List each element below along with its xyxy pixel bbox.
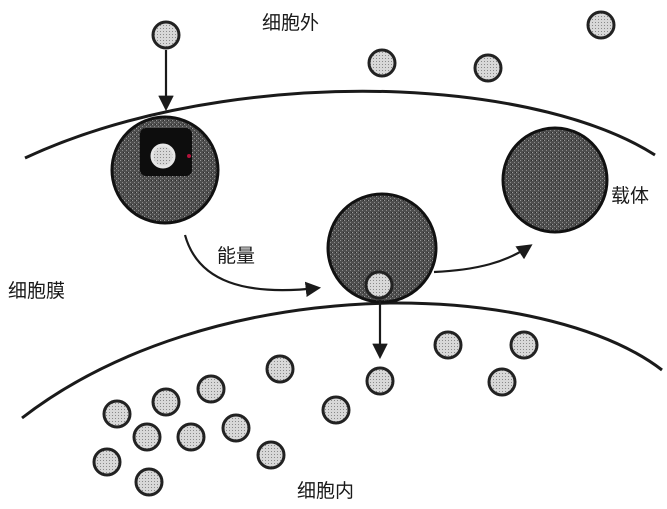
label-carrier: 载体 — [611, 185, 650, 207]
solute-particle — [433, 330, 463, 360]
solute-particle — [365, 366, 395, 396]
solute-particle — [151, 387, 181, 417]
solute-particle — [134, 467, 164, 497]
solute-particle — [102, 399, 132, 429]
solute-particle — [132, 422, 162, 452]
label-inside-cell: 细胞内 — [297, 480, 355, 502]
solute-particle — [151, 20, 181, 50]
solute-particle — [321, 395, 351, 425]
membrane-inner-line — [21, 301, 663, 420]
membrane-outer-line — [24, 89, 656, 160]
solute-particle — [176, 422, 206, 452]
carrier-right — [501, 126, 609, 234]
arrow-energy — [183, 234, 322, 297]
solute-particle — [196, 374, 226, 404]
carrier-middle — [326, 192, 438, 304]
label-cell-membrane: 细胞膜 — [8, 280, 66, 302]
solute-particle — [473, 53, 503, 83]
carrier-left — [110, 115, 220, 225]
solute-particle — [367, 48, 397, 78]
particle-bound-to-carrier — [364, 270, 394, 300]
label-energy: 能量 — [217, 245, 256, 267]
solute-particle — [92, 447, 122, 477]
solute-particle — [509, 330, 539, 360]
label-outside-cell: 细胞外 — [262, 12, 320, 34]
solute-particle — [221, 413, 251, 443]
solute-particle — [586, 10, 616, 40]
solute-particle — [265, 354, 295, 384]
particles-group — [92, 10, 616, 497]
arrow-carrier-return — [433, 244, 533, 274]
solute-particle — [487, 367, 517, 397]
solute-particle — [256, 440, 286, 470]
